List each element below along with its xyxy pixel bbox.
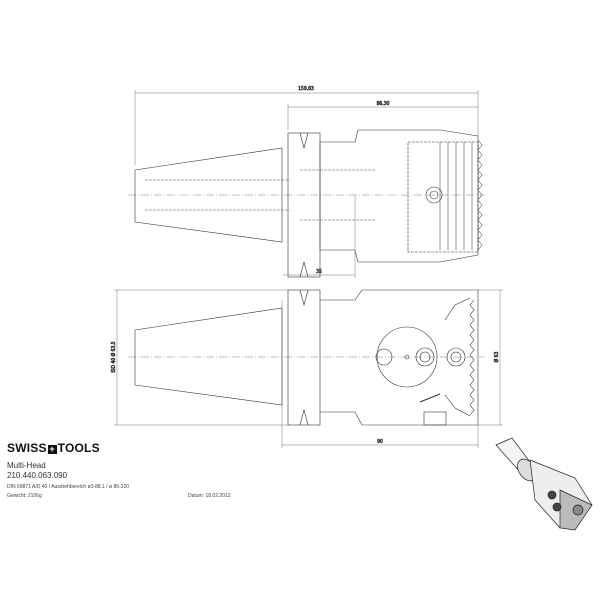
article-number: 210.440.063.090 <box>7 471 68 480</box>
brand-logo: SWISS+TOOLS <box>7 441 100 455</box>
head-body <box>319 129 479 263</box>
spec-line: DIN 69871 A/D 40 / Ausdrehbereich ø3-88.… <box>7 484 130 490</box>
dim-taper-diameter: ISO 40 Ø 63.5 <box>110 341 117 372</box>
taper-shank <box>134 147 283 243</box>
isometric-view <box>495 437 593 531</box>
dimension-lines <box>114 90 503 448</box>
rotary-disc <box>376 326 438 388</box>
dim-head-length: 86.30 <box>377 101 390 107</box>
dim-head-diameter: Ø 63 <box>493 352 500 363</box>
flange <box>287 132 321 278</box>
taper-shank-bottom <box>134 307 283 406</box>
bottom-view <box>128 289 485 426</box>
product-name: Multi-Head <box>7 461 46 470</box>
screw-hole <box>425 186 443 204</box>
dim-flange-offset: 35 <box>316 269 322 275</box>
dim-bottom-length: 90 <box>377 439 383 445</box>
date: Datum: 18.02.2013 <box>188 493 231 499</box>
dim-overall-length: 159.83 <box>298 86 314 92</box>
top-view <box>128 129 485 278</box>
weight: Gewicht: 2106g <box>7 493 42 499</box>
